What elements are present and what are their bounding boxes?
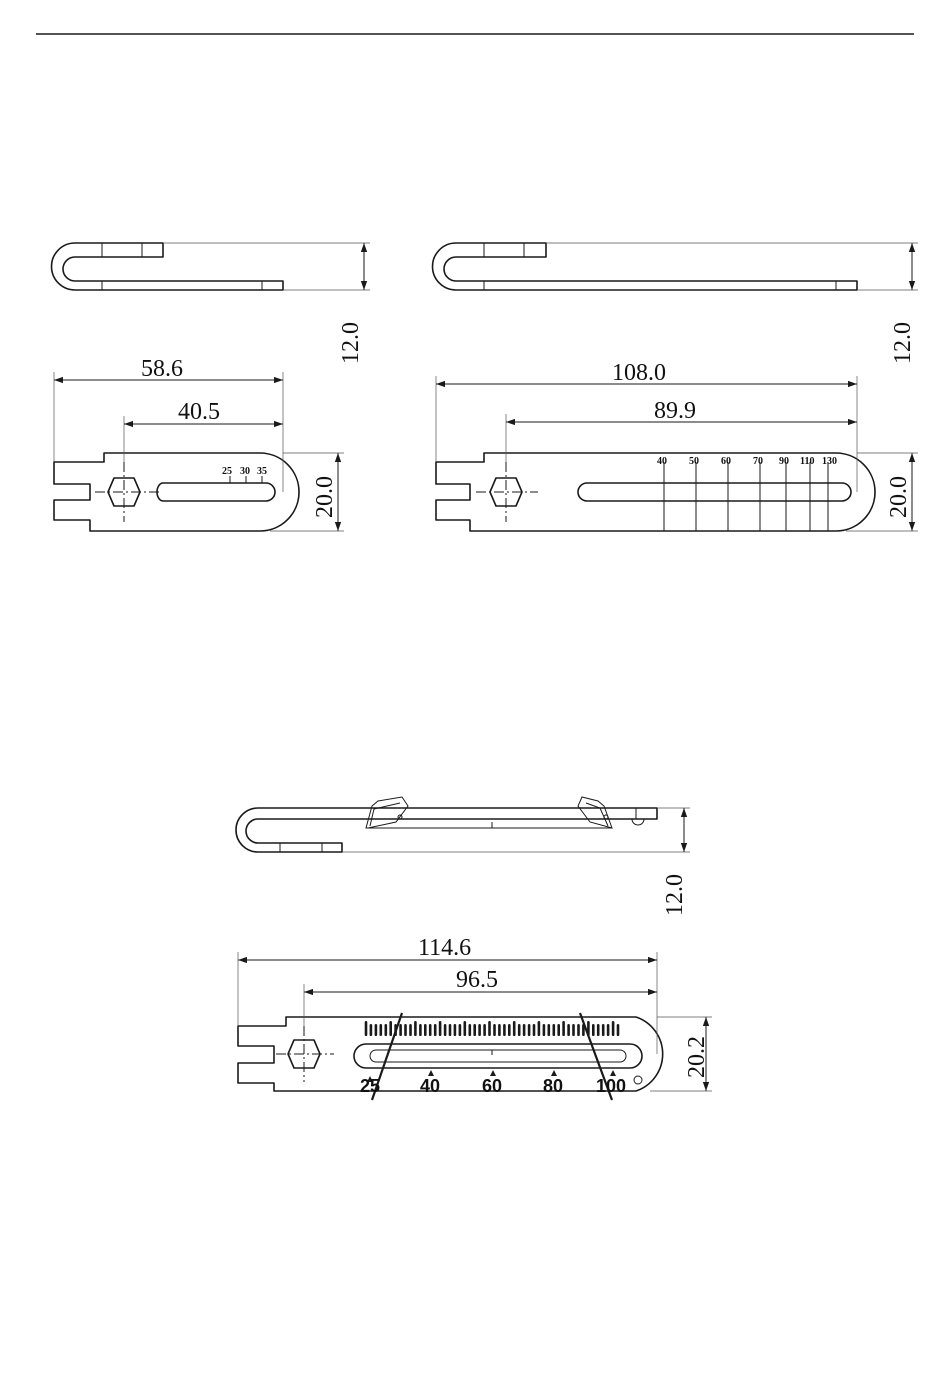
small-side-view: 12.0 <box>51 243 370 364</box>
large-scale-label: 50 <box>689 456 699 467</box>
small-scale-label: 30 <box>240 466 250 477</box>
scale-tick <box>548 1024 551 1036</box>
scale-tick <box>557 1024 560 1036</box>
large-scale-label: 130 <box>822 456 837 467</box>
scale-tick <box>493 1024 496 1036</box>
small-side-height-label: 12.0 <box>338 322 364 364</box>
scale-tick <box>617 1024 620 1036</box>
scale-tick <box>434 1024 437 1036</box>
scale-tick <box>449 1024 452 1036</box>
scale-tick <box>380 1024 383 1036</box>
scale-tick <box>513 1021 516 1036</box>
large-top-view: 40 50 60 70 90 110 130 108.0 89.9 20.0 <box>436 360 918 531</box>
scale-tick <box>459 1024 462 1036</box>
adjustable-scale-label: 100 <box>596 1076 626 1096</box>
figure-adjustable: 12.0 25 40 60 80 100 <box>236 797 712 1100</box>
scale-tick <box>562 1021 565 1036</box>
scale-tick <box>444 1024 447 1036</box>
small-width-label: 20.0 <box>312 476 338 518</box>
scale-tick <box>533 1024 536 1036</box>
scale-tick <box>478 1024 481 1036</box>
scale-tick <box>454 1024 457 1036</box>
large-scale-label: 60 <box>721 456 731 467</box>
scale-tick <box>503 1024 506 1036</box>
scale-tick <box>389 1021 392 1036</box>
scale-tick <box>370 1024 373 1036</box>
scale-tick <box>572 1024 575 1036</box>
scale-tick <box>523 1024 526 1036</box>
large-side-height-label: 12.0 <box>890 322 916 364</box>
scale-tick <box>419 1024 422 1036</box>
adjustable-scale-label: 40 <box>420 1076 440 1096</box>
large-slot-length-label: 89.9 <box>654 398 696 424</box>
figure-small: 12.0 25 30 35 58.6 40.5 20.0 <box>51 243 370 531</box>
adjustable-scale-label: 80 <box>543 1076 563 1096</box>
adjustable-scale-ticks <box>365 1021 620 1036</box>
small-slot-length-label: 40.5 <box>178 399 220 425</box>
scale-tick <box>602 1024 605 1036</box>
scale-tick <box>385 1024 388 1036</box>
scale-tick <box>607 1024 610 1036</box>
adjustable-overall-length-label: 114.6 <box>418 935 471 961</box>
large-width-label: 20.0 <box>886 476 912 518</box>
adjustable-side-height-label: 12.0 <box>662 874 688 916</box>
scale-tick <box>567 1024 570 1036</box>
scale-tick <box>414 1021 417 1036</box>
scale-tick <box>488 1021 491 1036</box>
scale-tick <box>429 1024 432 1036</box>
small-scale-label: 35 <box>257 466 267 477</box>
scale-tick <box>592 1024 595 1036</box>
scale-tick <box>464 1021 467 1036</box>
scale-tick <box>483 1024 486 1036</box>
adjustable-side-view: 12.0 <box>236 797 690 916</box>
scale-tick <box>597 1024 600 1036</box>
large-scale-ticks <box>664 462 828 531</box>
scale-tick <box>538 1021 541 1036</box>
large-scale-label: 110 <box>800 456 814 467</box>
small-overall-length-label: 58.6 <box>141 356 183 382</box>
scale-tick <box>469 1024 472 1036</box>
scale-tick <box>473 1024 476 1036</box>
scale-tick <box>439 1021 442 1036</box>
scale-tick <box>424 1024 427 1036</box>
large-side-view: 12.0 <box>433 243 919 364</box>
adjustable-scale-label: 60 <box>482 1076 502 1096</box>
large-scale-label: 40 <box>657 456 667 467</box>
scale-tick <box>528 1024 531 1036</box>
scale-tick <box>518 1024 521 1036</box>
adjustable-top-view: 25 40 60 80 100 114.6 96.5 20.2 <box>238 935 712 1100</box>
scale-tick <box>508 1024 511 1036</box>
scale-tick <box>543 1024 546 1036</box>
small-top-view: 25 30 35 58.6 40.5 20.0 <box>54 356 344 531</box>
large-scale-label: 70 <box>753 456 763 467</box>
scale-tick <box>577 1024 580 1036</box>
large-scale-label: 90 <box>779 456 789 467</box>
scale-tick <box>404 1024 407 1036</box>
scale-tick <box>498 1024 501 1036</box>
scale-tick <box>399 1024 402 1036</box>
scale-tick <box>409 1024 412 1036</box>
scale-tick <box>553 1024 556 1036</box>
large-overall-length-label: 108.0 <box>612 360 666 386</box>
scale-tick <box>612 1021 615 1036</box>
small-scale-label: 25 <box>222 466 232 477</box>
adjustable-slot-length-label: 96.5 <box>456 967 498 993</box>
scale-tick <box>365 1021 368 1036</box>
adjustable-width-label: 20.2 <box>684 1036 710 1078</box>
figure-large: 12.0 40 50 60 70 90 110 130 <box>433 243 919 531</box>
adjustable-scale-label: 25 <box>360 1076 380 1096</box>
scale-tick <box>375 1024 378 1036</box>
